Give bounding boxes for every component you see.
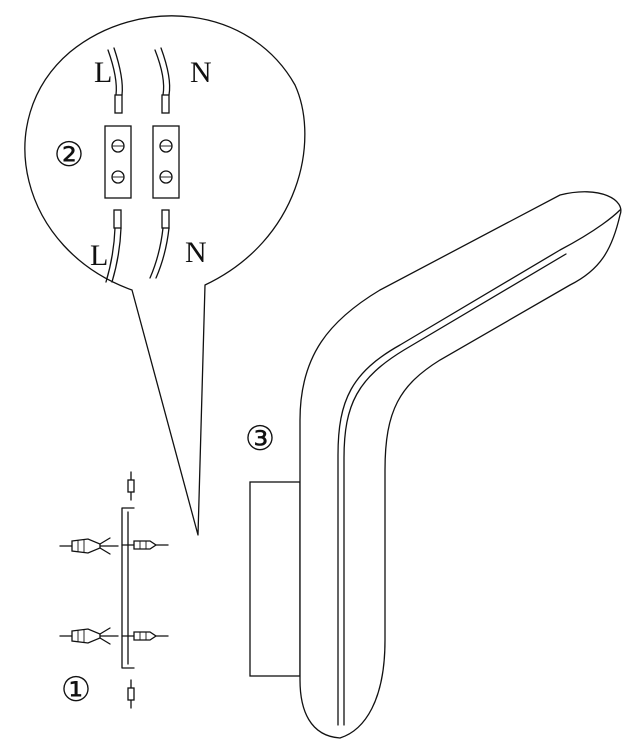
wire-label-top-left: L (94, 56, 112, 89)
wire-label-bottom-right: N (185, 236, 207, 269)
screw-icon (121, 540, 169, 550)
screw-icon (127, 471, 135, 501)
step-number-2: ② (54, 137, 84, 174)
lamp-body (299, 191, 622, 739)
screw-icon (127, 679, 135, 709)
terminal-block-left (104, 125, 132, 199)
mounting-bracket: ① (59, 471, 169, 709)
wall-anchor-icon (59, 537, 119, 555)
wiring-callout: L N L N ② (24, 15, 306, 536)
lamp-seam-line (337, 209, 621, 726)
wire-strip-bottom-right (161, 209, 170, 229)
wire-strip-bottom-left (113, 209, 122, 229)
wire-label-bottom-left: L (90, 239, 108, 272)
screw-icon (121, 631, 169, 641)
lamp-seam-line-inner (343, 253, 567, 726)
wall-lamp: ③ (245, 191, 622, 739)
callout-bubble-outline (24, 15, 306, 536)
wire-label-top-right: N (190, 56, 212, 89)
wire-strip-top-right (161, 94, 170, 114)
lamp-wall-plate (249, 481, 301, 677)
step-number-1: ① (61, 672, 91, 709)
wall-anchor-icon (59, 627, 119, 645)
incoming-wires (107, 47, 171, 114)
step-number-3: ③ (245, 421, 275, 458)
terminal-block-right (152, 125, 180, 199)
wire-strip-top-left (114, 94, 123, 114)
outgoing-wires (105, 209, 170, 283)
